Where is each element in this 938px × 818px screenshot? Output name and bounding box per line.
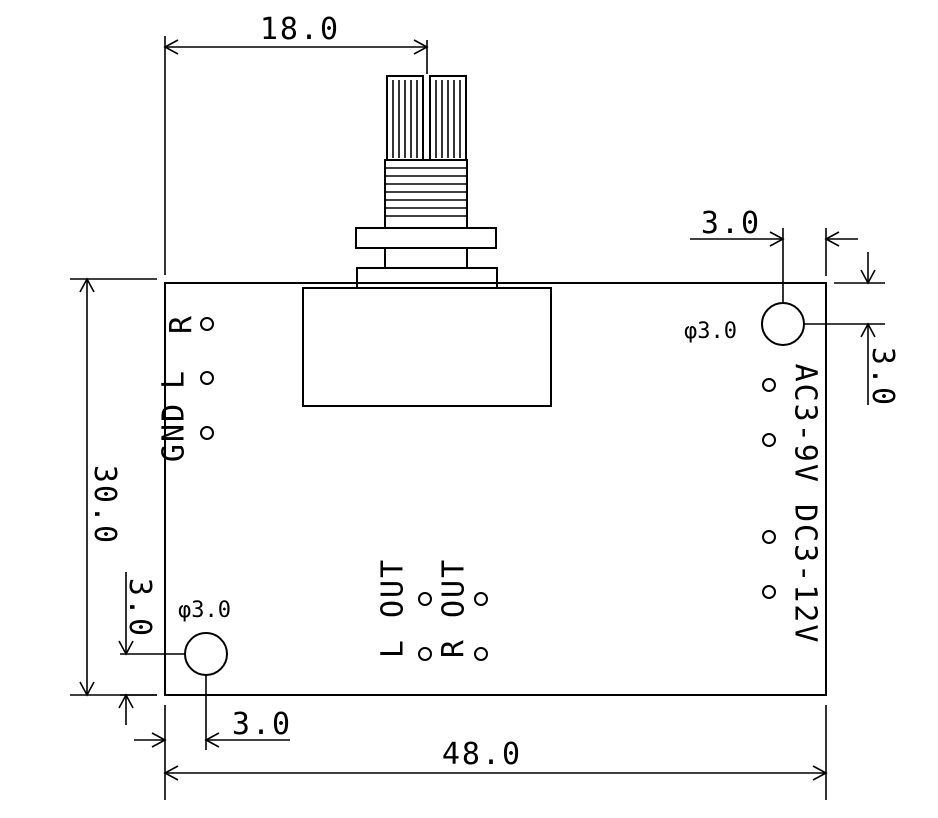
dim-overall-width: 48.0: [442, 737, 522, 772]
dim-hole-bl-y: 3.0: [122, 578, 157, 638]
pin-label-r: R: [165, 314, 200, 334]
pin-r-out-1: [474, 592, 488, 606]
pot-body: [302, 287, 552, 407]
dimension-lines: [79, 39, 876, 781]
pin-pwr-1: [762, 378, 776, 392]
pot-nut: [355, 227, 497, 249]
pin-r-in: [200, 317, 214, 331]
pin-l-out-2: [418, 647, 432, 661]
dim-top-width: 18.0: [260, 12, 340, 47]
hole-tr-diameter: φ3.0: [684, 319, 737, 344]
pot-washer: [356, 267, 498, 289]
mount-hole-bottom-left: [184, 632, 228, 676]
dim-overall-height: 30.0: [87, 465, 122, 545]
pot-shaft: [386, 75, 467, 161]
pin-r-out-2: [474, 647, 488, 661]
hole-bl-diameter: φ3.0: [178, 598, 231, 623]
pin-l-out-1: [418, 592, 432, 606]
pin-l-in: [200, 371, 214, 385]
pin-label-l: L: [157, 369, 192, 389]
pin-label-gnd: GND: [157, 402, 192, 462]
pin-label-power: AC3-9V DC3-12V: [788, 364, 823, 645]
dim-hole-tr-x: 3.0: [701, 206, 761, 241]
dim-hole-bl-x: 3.0: [232, 707, 292, 742]
pin-pwr-4: [762, 585, 776, 599]
pin-pwr-3: [762, 530, 776, 544]
pin-pwr-2: [762, 433, 776, 447]
pin-gnd: [200, 426, 214, 440]
pot-bushing: [384, 247, 468, 269]
pcb-outline: [164, 282, 827, 696]
pot-thread: [384, 159, 468, 229]
mount-hole-top-right: [761, 302, 805, 346]
extension-lines: [70, 36, 885, 800]
dim-hole-tr-y: 3.0: [865, 347, 900, 407]
pin-label-l-out: L OUT: [376, 558, 411, 658]
pin-label-r-out: R OUT: [437, 558, 472, 658]
